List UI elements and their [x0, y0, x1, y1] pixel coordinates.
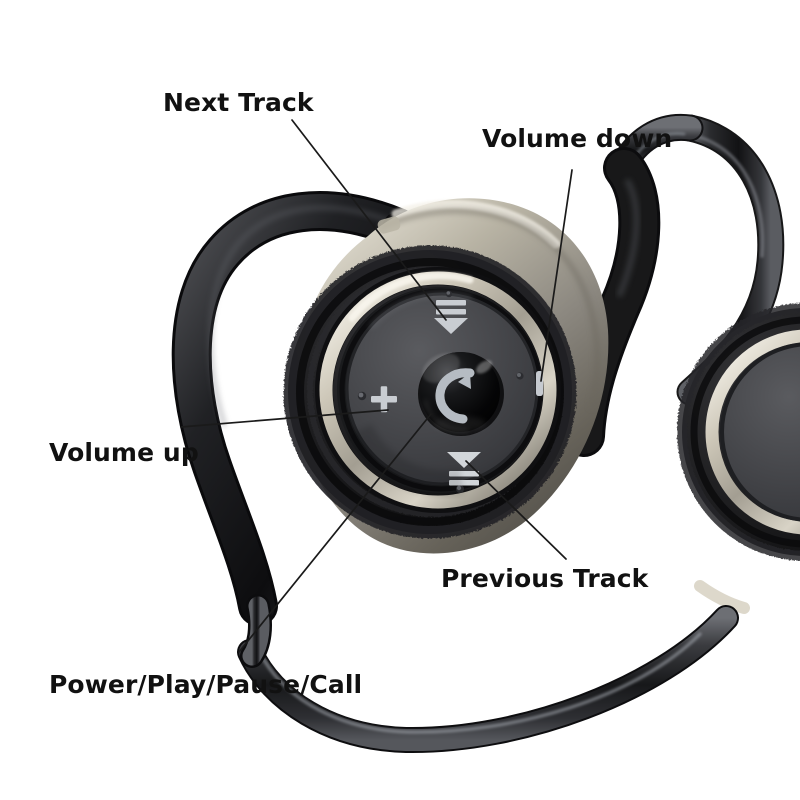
- callout-label-power-play-pause-call: Power/Play/Pause/Call: [49, 670, 363, 699]
- volume-down-bar-icon[interactable]: [536, 371, 543, 396]
- lower-neckband: [237, 605, 739, 754]
- callout-label-previous-track: Previous Track: [441, 564, 649, 593]
- volume-up-plus-icon[interactable]: [371, 386, 397, 413]
- right-earcup: [677, 303, 800, 614]
- callout-label-next-track: Next Track: [163, 88, 314, 117]
- center-multifunction-button[interactable]: [417, 347, 504, 436]
- phone-handset-icon: [435, 368, 475, 424]
- callout-label-volume-down: Volume down: [482, 124, 673, 153]
- callout-label-volume-up: Volume up: [49, 438, 199, 467]
- left-stem: [240, 594, 272, 668]
